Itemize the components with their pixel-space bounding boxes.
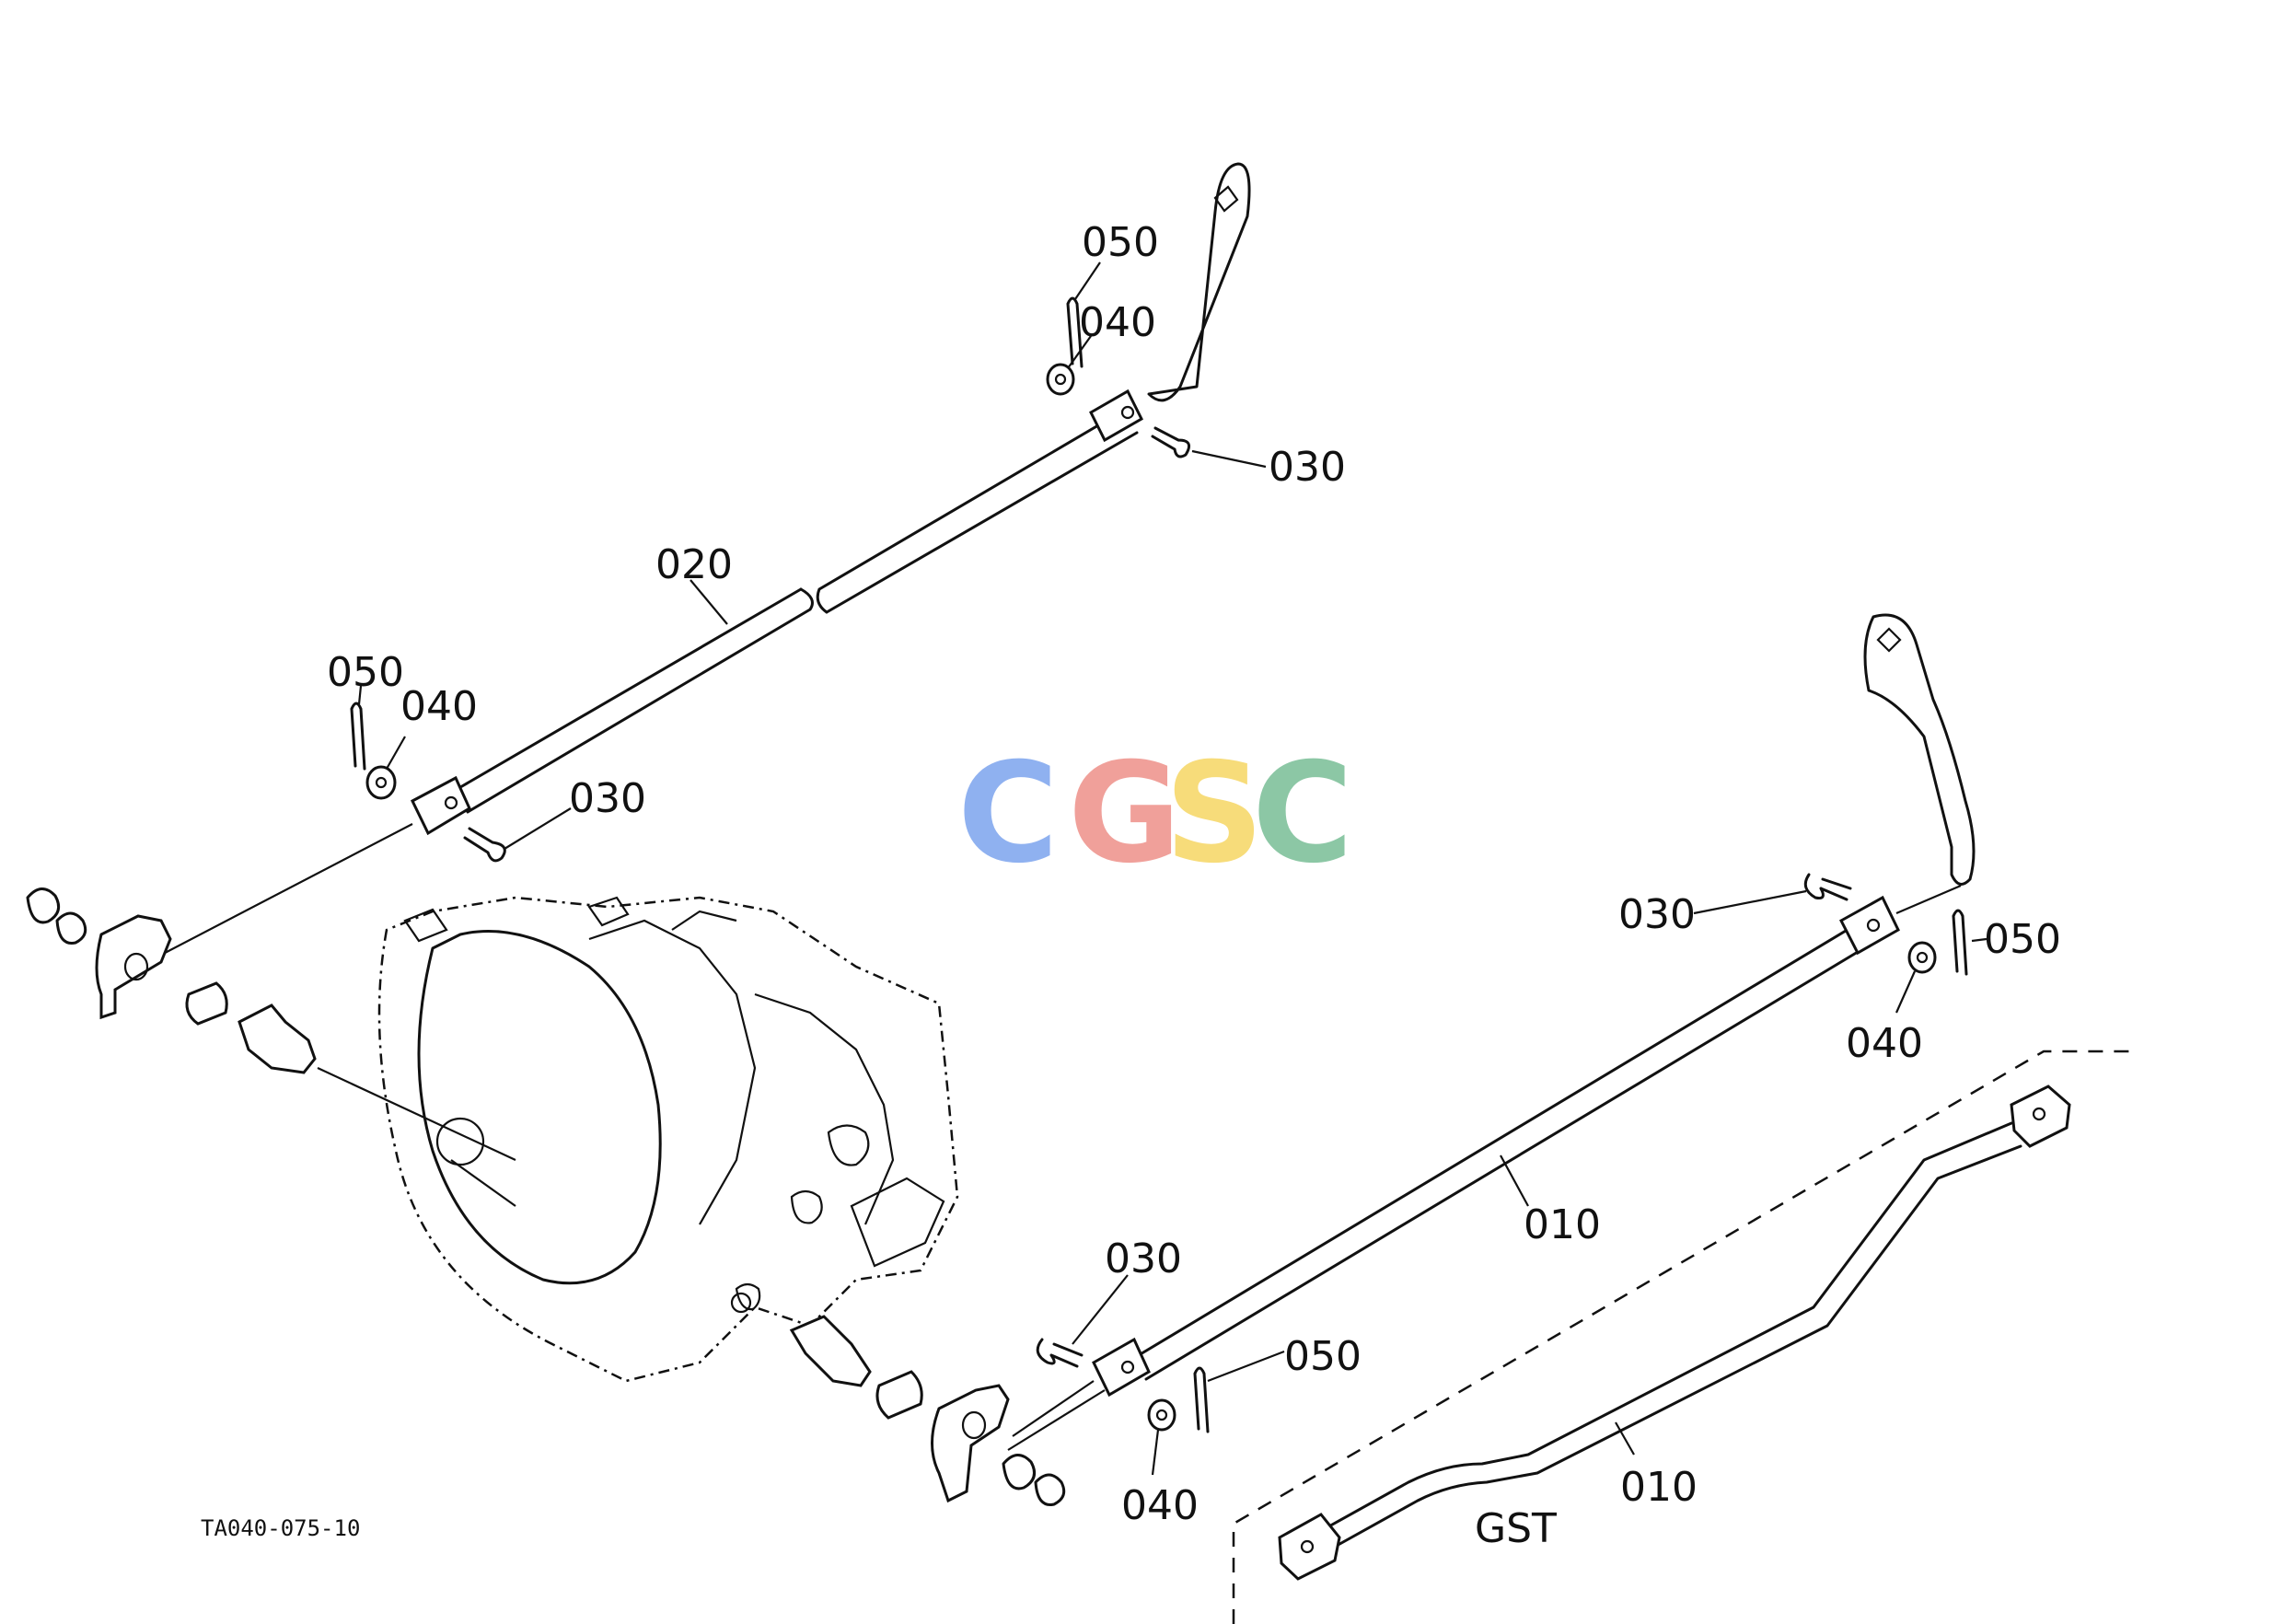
label-upper-030: 030 <box>1269 444 1346 491</box>
left-washer <box>365 765 397 800</box>
gst-rod-010 <box>1324 1121 2022 1549</box>
label-left-050: 050 <box>327 649 404 696</box>
left-clevis <box>411 775 471 836</box>
lower-bushing-bracket <box>931 1384 1010 1503</box>
left-clevis-group <box>146 685 572 963</box>
label-gst-010: 010 <box>1620 1464 1698 1511</box>
upper-clevis <box>1089 389 1143 443</box>
label-gst: GST <box>1475 1505 1557 1552</box>
label-upper-050: 050 <box>1082 219 1159 266</box>
watermark-letter-s: S <box>1165 734 1264 894</box>
upper-clevis-pin <box>1151 426 1191 458</box>
label-right-040: 040 <box>1846 1020 1923 1067</box>
upper-washer <box>1046 363 1075 396</box>
housing-bell-outline <box>377 896 959 1383</box>
figure-code: TA040-075-10 <box>201 1515 360 1541</box>
right-rod-assembly <box>1012 613 1987 1476</box>
lower-snap-ring-outer <box>1002 1454 1037 1491</box>
lower-snap-ring-inner <box>1034 1473 1066 1506</box>
upper-cotter-pin <box>1066 296 1084 368</box>
gst-clevis-upper <box>2010 1085 2071 1148</box>
lower-cotter-pin <box>1193 1366 1210 1433</box>
left-cotter-pin <box>350 702 366 771</box>
lower-washer <box>1147 1398 1176 1432</box>
label-right-050: 050 <box>1984 916 2061 963</box>
gst-rod-assembly <box>1232 1050 2136 1624</box>
left-shaft-parts <box>26 887 516 1161</box>
lower-shaft-fitting <box>789 1315 872 1387</box>
right-washer <box>1907 941 1937 974</box>
watermark-letter-c2: C <box>1252 734 1353 894</box>
left-bushing-bracket <box>95 914 172 1020</box>
label-left-030: 030 <box>569 775 646 822</box>
rod-020-upper-segment <box>816 408 1139 614</box>
rod-020-lower-segment <box>454 587 814 814</box>
watermark-logo: C G S C <box>957 734 1353 894</box>
left-snap-ring-outer <box>26 887 61 924</box>
watermark-letter-c1: C <box>957 734 1059 894</box>
left-clevis-pin <box>463 827 506 863</box>
label-lower-030: 030 <box>1105 1235 1182 1282</box>
label-rod-020: 020 <box>655 541 733 588</box>
right-clevis-pin <box>1803 873 1852 901</box>
watermark-letter-g: G <box>1068 734 1181 894</box>
label-lower-040: 040 <box>1121 1482 1199 1529</box>
rod-010 <box>1132 923 1869 1381</box>
gst-boundary-dashed <box>1232 1050 2136 1624</box>
transmission-housing <box>377 896 959 1383</box>
label-right-030: 030 <box>1618 891 1696 938</box>
lower-shaft-parts <box>730 1292 1106 1506</box>
lower-sleeve <box>875 1370 923 1420</box>
left-sleeve <box>185 981 228 1026</box>
left-snap-ring-inner <box>55 911 87 945</box>
right-clevis <box>1839 895 1900 956</box>
gst-clevis-lower <box>1278 1513 1341 1581</box>
right-lever-arm <box>1863 613 1976 886</box>
housing-input-boss <box>435 1117 485 1166</box>
housing-bell-face <box>417 930 662 1285</box>
label-rod-010: 010 <box>1524 1201 1601 1248</box>
lower-clevis-pin <box>1036 1338 1084 1368</box>
part-labels: 050 040 030 020 050 040 030 030 050 040 … <box>201 219 2061 1552</box>
left-shaft-fitting <box>238 1003 317 1074</box>
label-upper-040: 040 <box>1079 299 1156 346</box>
right-cotter-pin <box>1952 909 1968 976</box>
upper-rod-assembly <box>454 162 1267 814</box>
label-lower-050: 050 <box>1284 1333 1362 1380</box>
upper-lever-arm <box>1147 162 1251 402</box>
label-left-040: 040 <box>400 683 478 730</box>
